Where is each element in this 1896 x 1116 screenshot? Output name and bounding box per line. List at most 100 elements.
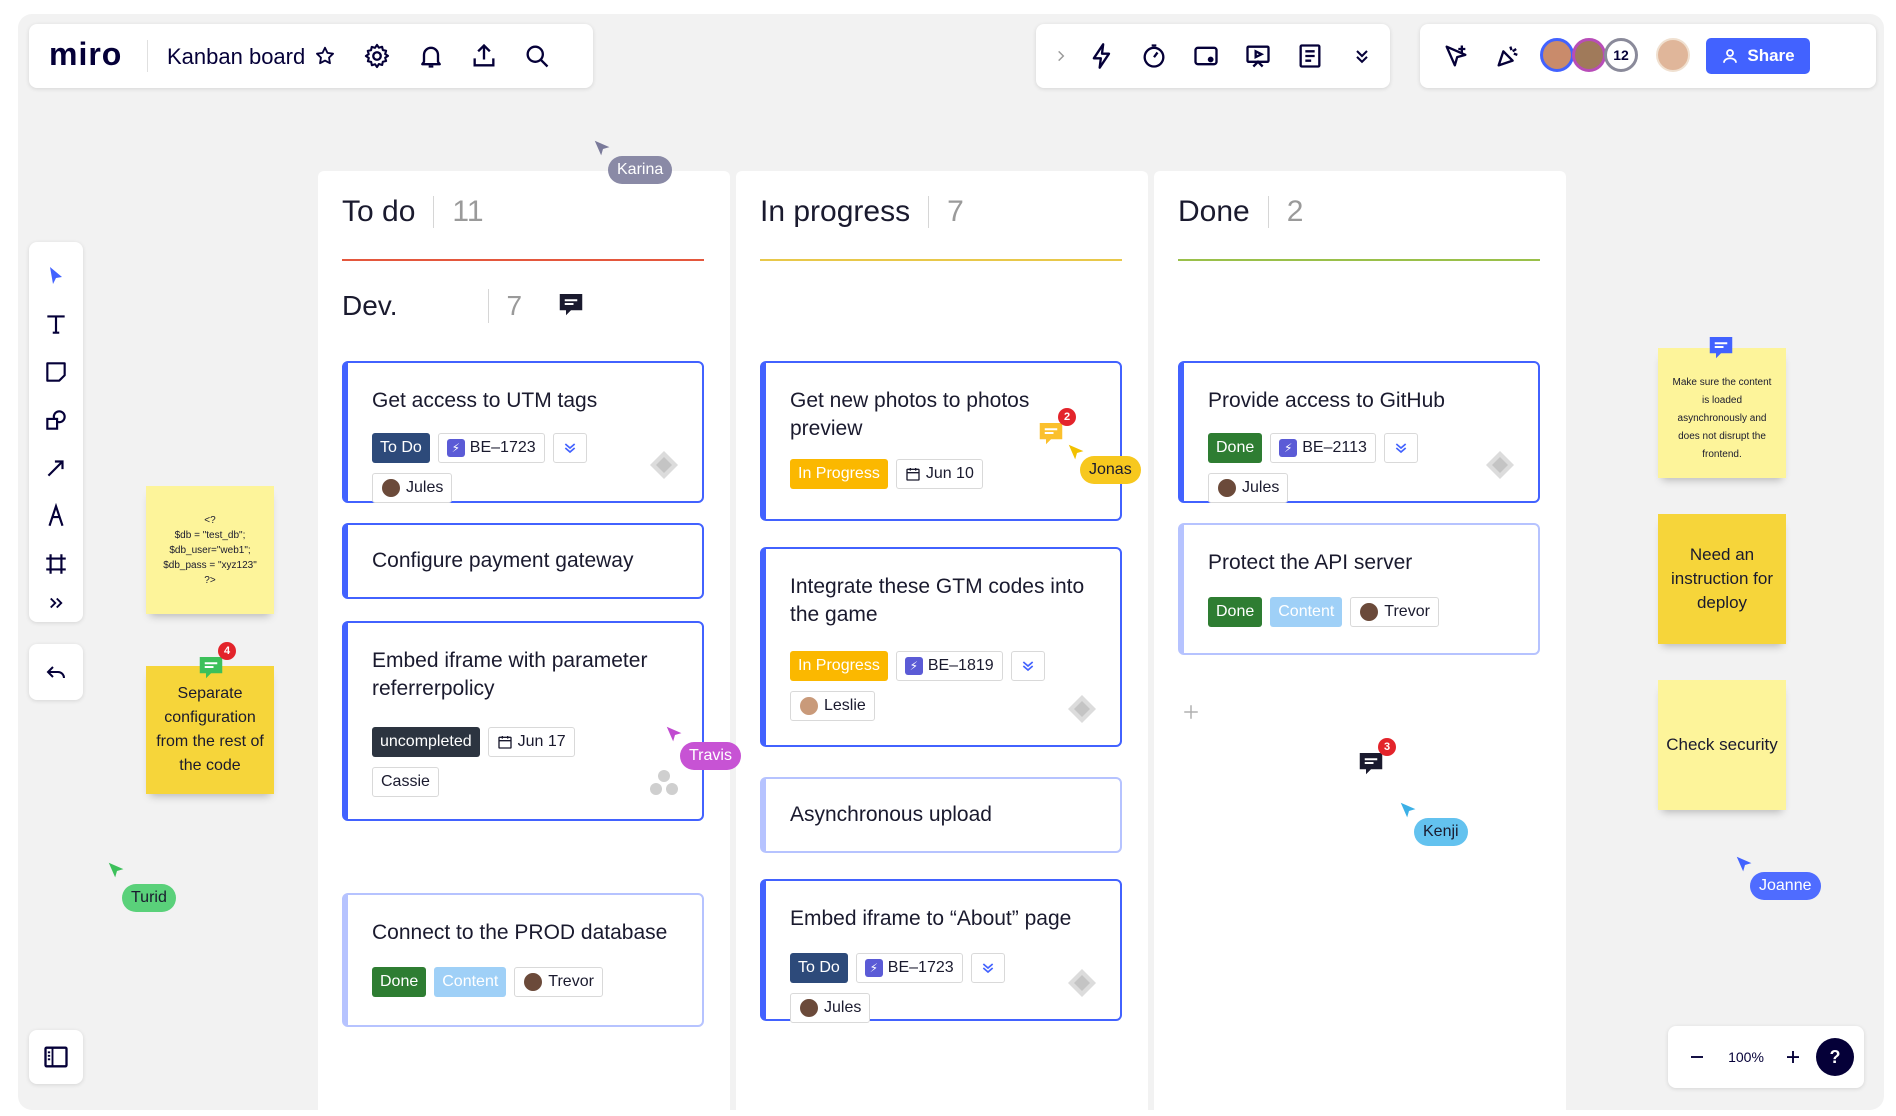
due-date-chip[interactable]: Jun 10 (895, 459, 983, 489)
sticky-note-config[interactable]: Separate configuration from the rest of … (146, 666, 274, 794)
priority-low-icon[interactable] (552, 433, 587, 463)
notifications-bell-icon[interactable] (413, 38, 449, 74)
sticky-note-security[interactable]: Check security (1658, 680, 1786, 810)
zoom-in-icon[interactable] (1778, 1042, 1808, 1072)
jira-ticket[interactable]: ⚡BE–1819 (895, 651, 1003, 681)
column-title[interactable]: In progress (760, 195, 911, 228)
sidebar-toggle-icon[interactable] (42, 1043, 70, 1071)
jira-ticket[interactable]: ⚡BE–1723 (437, 433, 545, 463)
status-badge[interactable]: Done (1208, 597, 1263, 627)
status-badge[interactable]: To Do (372, 433, 430, 463)
settings-gear-icon[interactable] (359, 38, 395, 74)
pen-tool-icon[interactable] (36, 496, 76, 536)
sticky-note-code[interactable]: <? $db = "test_db"; $db_user="web1"; $db… (146, 486, 274, 614)
task-card[interactable]: Protect the API server Done Content Trev… (1178, 523, 1540, 655)
sticky-note-async[interactable]: Make sure the content is loaded asynchro… (1658, 348, 1786, 478)
cursor-pointer-icon (1736, 856, 1752, 872)
add-card-icon[interactable] (1178, 699, 1204, 725)
cursor-follow-icon[interactable] (1438, 38, 1474, 74)
assignee-chip[interactable]: Trevor (1350, 597, 1439, 627)
collaborator-avatar-2[interactable] (1572, 38, 1606, 72)
cursor-pointer-icon (594, 140, 610, 156)
assignee-chip[interactable]: Jules (372, 473, 453, 503)
task-card[interactable]: Embed iframe to “About” page To Do ⚡BE–1… (760, 879, 1122, 1023)
zoom-out-icon[interactable] (1682, 1042, 1712, 1072)
cursor-label: Travis (680, 742, 741, 770)
assignee-chip[interactable]: Jules (790, 993, 871, 1023)
assignee-chip[interactable]: Trevor (514, 967, 603, 997)
category-tag[interactable]: Content (434, 967, 507, 997)
task-card[interactable]: Integrate these GTM codes into the game … (760, 547, 1122, 747)
task-card[interactable]: Asynchronous upload (760, 777, 1122, 853)
notes-icon[interactable] (1284, 30, 1336, 82)
column-header: To do 11 (342, 195, 484, 229)
presentation-icon[interactable] (1232, 30, 1284, 82)
more-tools-icon[interactable] (36, 588, 76, 618)
priority-low-icon[interactable] (970, 953, 1005, 983)
chevron-right-icon[interactable] (1046, 30, 1076, 82)
select-cursor-icon[interactable] (36, 256, 76, 296)
column-count: 11 (452, 195, 484, 228)
category-tag[interactable]: Content (1270, 597, 1343, 627)
board-canvas[interactable]: miro Kanban board (18, 14, 1884, 1110)
expand-more-icon[interactable] (1336, 30, 1388, 82)
timer-icon[interactable] (1128, 30, 1180, 82)
column-title[interactable]: To do (342, 195, 416, 228)
sticky-note-deploy[interactable]: Need an instruction for deploy (1658, 514, 1786, 644)
shapes-icon[interactable] (36, 400, 76, 440)
column-divider (760, 259, 1122, 261)
status-badge[interactable]: uncompleted (372, 727, 480, 757)
status-badge[interactable]: In Progress (790, 459, 888, 489)
sticky-note-icon[interactable] (36, 352, 76, 392)
group-header: Dev. 7 (342, 289, 522, 323)
comment-icon[interactable] (196, 652, 226, 682)
due-date-chip[interactable]: Jun 17 (487, 727, 575, 757)
share-button[interactable]: Share (1706, 38, 1810, 74)
frame-tool-icon[interactable] (36, 544, 76, 584)
collaborators-count[interactable]: 12 (1604, 38, 1638, 72)
status-badge[interactable]: Done (372, 967, 427, 997)
status-badge[interactable]: In Progress (790, 651, 888, 681)
task-card[interactable]: Get new photos to photos preview In Prog… (760, 361, 1122, 521)
task-card[interactable]: Provide access to GitHub Done ⚡BE–2113 J… (1178, 361, 1540, 503)
task-card[interactable]: Connect to the PROD database Done Conten… (342, 893, 704, 1027)
status-badge[interactable]: Done (1208, 433, 1263, 463)
assignee-chip[interactable]: Jules (1208, 473, 1289, 503)
comment-icon[interactable] (556, 289, 586, 319)
comment-icon[interactable] (1706, 332, 1736, 362)
zoom-level[interactable]: 100% (1728, 1049, 1764, 1065)
jira-ticket[interactable]: ⚡BE–2113 (1270, 433, 1376, 463)
avatar (523, 972, 544, 992)
board-title[interactable]: Kanban board (167, 44, 306, 69)
text-tool-icon[interactable] (36, 304, 76, 344)
card-title: Protect the API server (1208, 551, 1413, 574)
search-icon[interactable] (519, 38, 555, 74)
priority-low-icon[interactable] (1383, 433, 1418, 463)
lightning-icon[interactable] (1076, 30, 1128, 82)
upload-export-icon[interactable] (466, 38, 502, 74)
cursor-pointer-icon (108, 862, 124, 878)
cursor-label: Kenji (1414, 818, 1468, 846)
miro-logo[interactable]: miro (49, 36, 123, 72)
celebration-icon[interactable] (1490, 38, 1526, 74)
jira-ticket[interactable]: ⚡BE–1723 (855, 953, 963, 983)
current-user-avatar[interactable] (1656, 38, 1690, 72)
connection-line-icon[interactable] (36, 448, 76, 488)
task-card[interactable]: Embed iframe with parameter referrerpoli… (342, 621, 704, 821)
star-icon[interactable] (311, 42, 339, 70)
help-button[interactable]: ? (1816, 1038, 1854, 1076)
task-card[interactable]: Get access to UTM tags To Do ⚡BE–1723 Ju… (342, 361, 704, 503)
assignee-name: Jules (824, 999, 862, 1016)
comment-icon[interactable] (1356, 748, 1386, 778)
assignee-chip[interactable]: Leslie (790, 691, 875, 721)
assignee-chip[interactable]: Cassie (372, 767, 439, 797)
column-title[interactable]: Done (1178, 195, 1250, 228)
undo-icon[interactable] (44, 660, 68, 684)
comment-icon[interactable] (1036, 418, 1066, 448)
video-chat-icon[interactable] (1180, 30, 1232, 82)
collaborator-avatar-1[interactable] (1540, 38, 1574, 72)
priority-low-icon[interactable] (1010, 651, 1045, 681)
group-title[interactable]: Dev. (342, 290, 398, 321)
task-card[interactable]: Configure payment gateway (342, 523, 704, 599)
status-badge[interactable]: To Do (790, 953, 848, 983)
